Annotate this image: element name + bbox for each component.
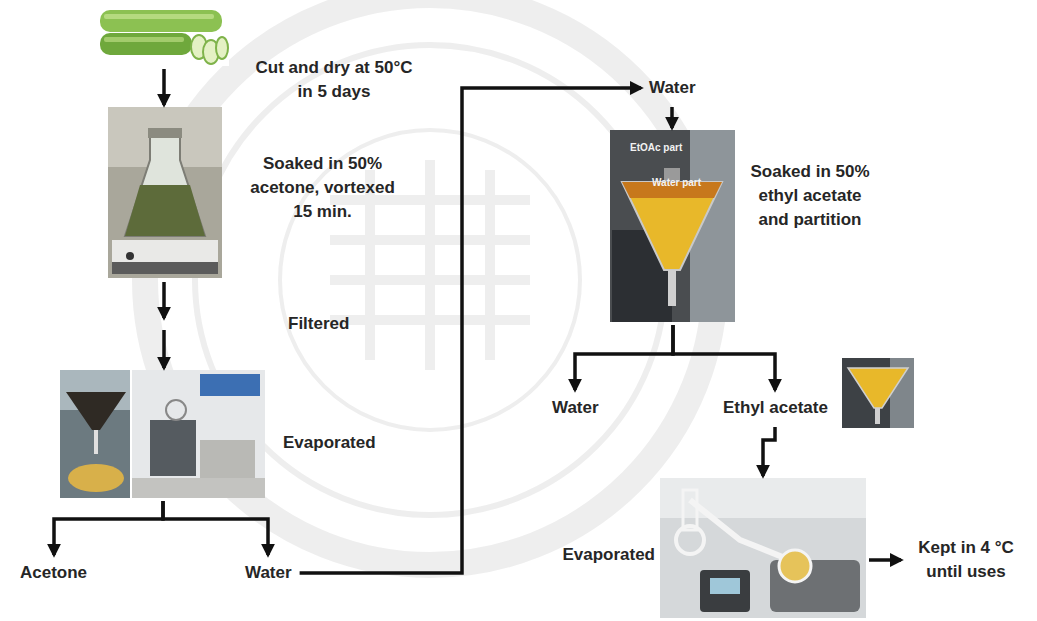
photo-step: Soaked in 50% ethyl acetate and partitio…	[610, 130, 735, 322]
photo-label: Water part	[652, 172, 701, 190]
text-step: Acetone	[14, 557, 93, 589]
filtration-photo	[60, 370, 265, 498]
step-text: Water	[649, 76, 696, 100]
step-text: Kept in 4 °C until uses	[909, 536, 1023, 584]
step-text: Evaporated	[562, 543, 655, 567]
step-caption: Evaporated	[283, 431, 398, 455]
arrow-line	[162, 282, 166, 318]
text-step: Water	[546, 392, 605, 424]
text-step: Water	[643, 72, 702, 104]
photo-step: Soaked in 50% acetone, vortexed 15 min.	[108, 107, 222, 278]
text-step: Water	[239, 557, 298, 589]
photo-step: Cut and dry at 50°C in 5 days	[97, 6, 229, 66]
text-step: Ethyl acetate	[717, 392, 834, 424]
step-caption: Soaked in 50% acetone, vortexed 15 min.	[245, 152, 400, 224]
edge-label: Filtered	[288, 312, 349, 336]
photo-label-text: Water part	[652, 177, 701, 188]
arrow-line	[162, 69, 166, 105]
photo-step: Evaporated	[60, 370, 265, 498]
rotary-evaporator-photo	[660, 478, 866, 618]
step-caption: Evaporated	[553, 543, 655, 567]
step-text: Soaked in 50% acetone, vortexed 15 min.	[245, 152, 400, 224]
step-text: Water	[245, 561, 292, 585]
ethyl-acetate-photo	[842, 358, 914, 428]
step-text: Soaked in 50% ethyl acetate and partitio…	[745, 160, 875, 232]
flow-connector	[763, 427, 775, 476]
photo-label: EtOAc part	[630, 137, 682, 155]
flow-connector	[164, 69, 165, 105]
photo-step: Evaporated	[660, 478, 866, 618]
maceration-photo	[108, 107, 222, 278]
step-text: Water	[552, 396, 599, 420]
flow-connector	[54, 501, 163, 555]
flow-connector	[869, 560, 901, 561]
arrow-line	[575, 325, 673, 390]
arrow-line	[763, 427, 775, 476]
flow-connector	[163, 501, 268, 555]
step-text: Cut and dry at 50°C in 5 days	[250, 56, 418, 104]
photo-label-text: EtOAc part	[630, 142, 682, 153]
flow-connector	[164, 282, 165, 368]
arrow-line	[54, 501, 163, 555]
step-text: Acetone	[20, 561, 87, 585]
arrow-line	[670, 107, 674, 128]
step-caption: Cut and dry at 50°C in 5 days	[250, 56, 418, 104]
separatory-funnel-photo	[610, 130, 735, 322]
arrow-line	[163, 501, 268, 555]
flow-connector	[575, 325, 673, 390]
step-text: Evaporated	[283, 431, 376, 455]
step-caption: Soaked in 50% ethyl acetate and partitio…	[745, 160, 875, 232]
arrow-line	[869, 558, 901, 562]
flow-connector	[672, 107, 673, 128]
edge-label-text: Filtered	[288, 312, 349, 336]
cucumber-photo	[97, 6, 229, 66]
arrow-line	[162, 330, 166, 368]
arrow-line	[673, 325, 775, 390]
text-step: Kept in 4 °C until uses	[903, 532, 1029, 588]
flow-connector	[673, 325, 775, 390]
step-text: Ethyl acetate	[723, 396, 828, 420]
